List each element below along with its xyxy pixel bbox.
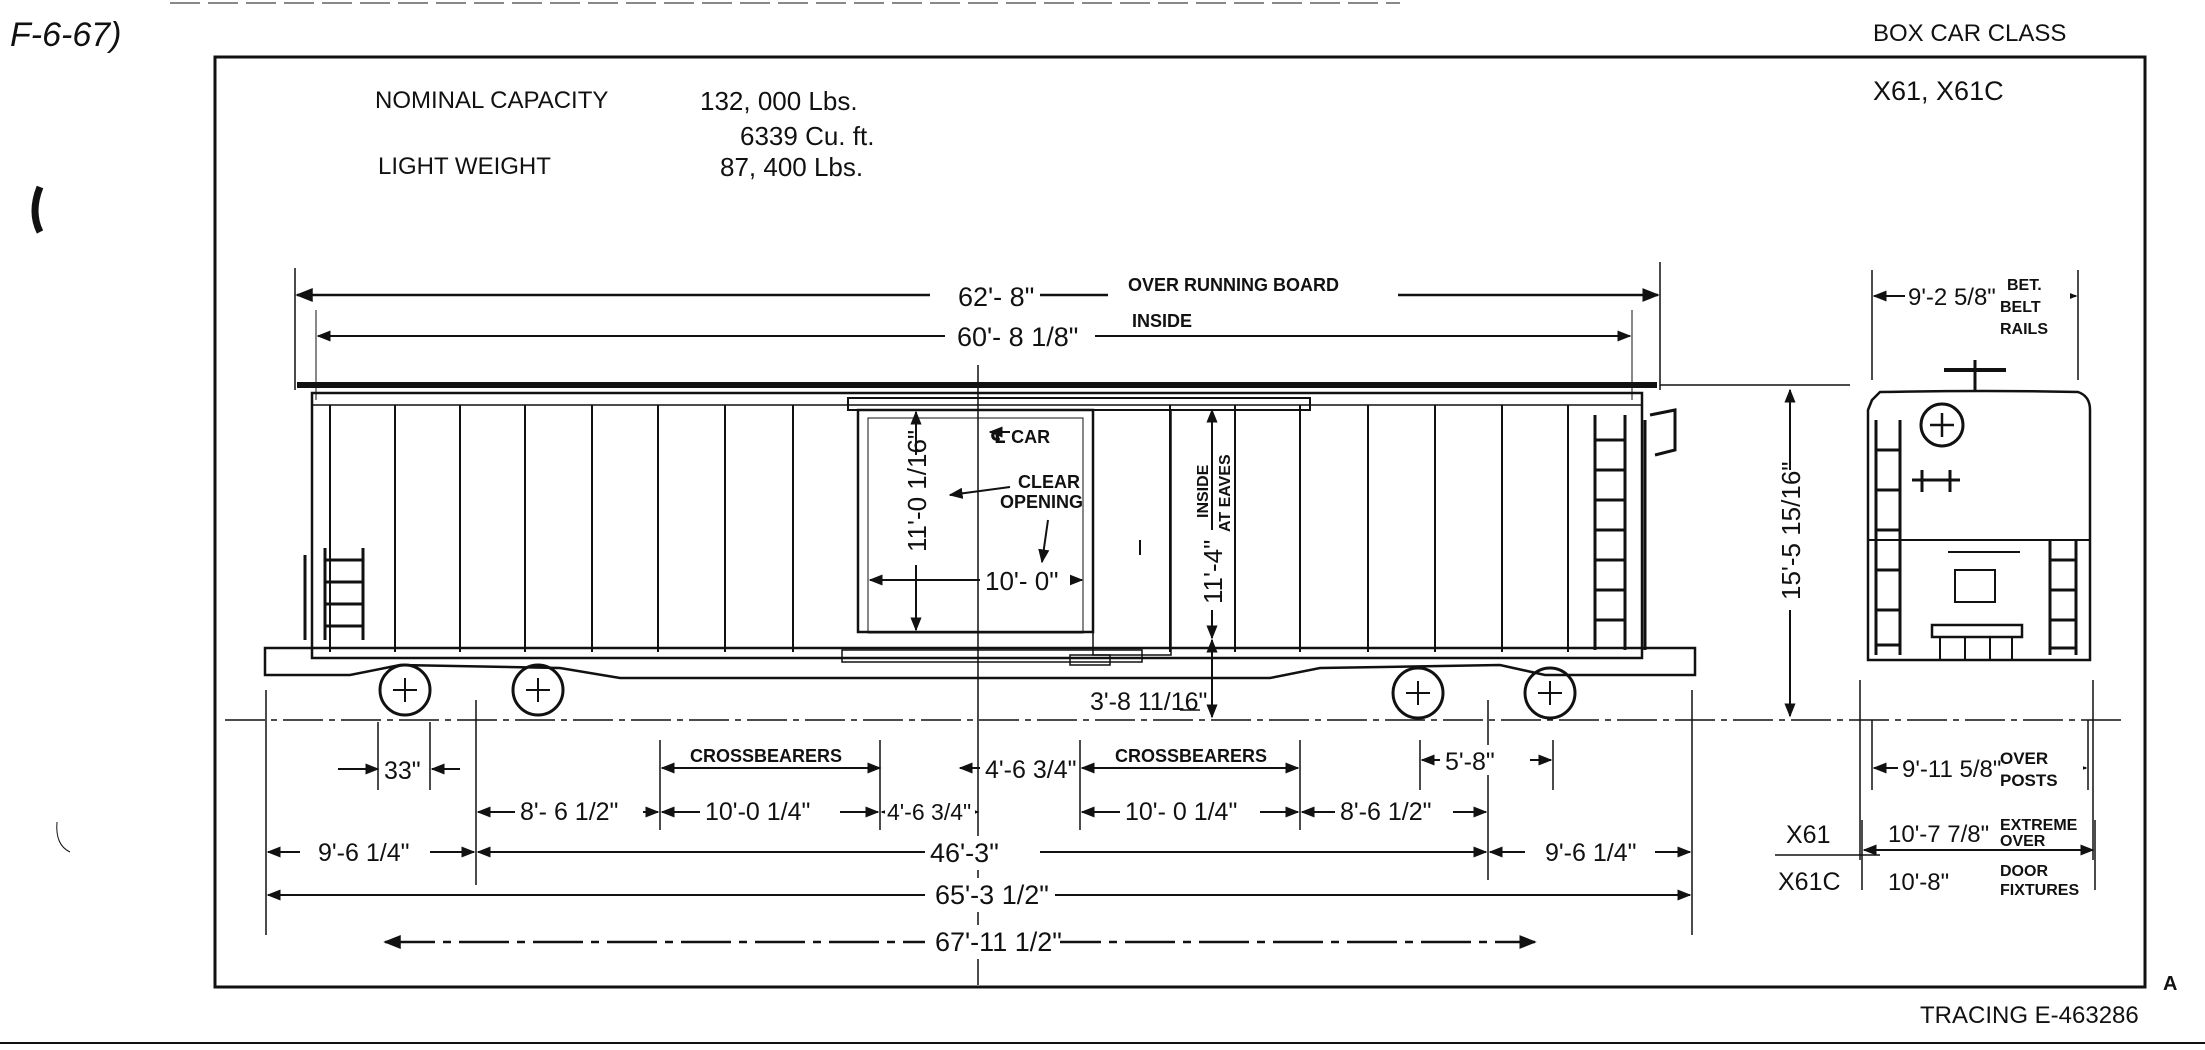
end-body xyxy=(1866,389,2092,662)
wheel xyxy=(511,663,565,717)
x61-extreme-dim: 10'-7 7/8" xyxy=(1888,821,1989,848)
light-weight-label: LIGHT WEIGHT xyxy=(378,153,551,180)
side-view: 62'- 8" OVER RUNNING BOARD 60'- 8 1/8" I… xyxy=(225,262,2125,985)
running-board xyxy=(297,382,1657,388)
truck-centers: 46'-3" xyxy=(930,838,999,868)
wheel xyxy=(378,663,432,717)
inside-height-label: INSIDE xyxy=(1195,464,1212,518)
door-panel xyxy=(1092,409,1172,656)
door-height-dim: 11'-0 1/16" xyxy=(902,430,932,552)
crossbearers-label-right: CROSSBEARERS xyxy=(1115,746,1267,766)
end-ladder-left xyxy=(1874,420,1902,655)
end-overhang-left: 9'-6 1/4" xyxy=(318,839,409,867)
over-posts-label-1: OVER xyxy=(2000,749,2048,768)
ladder-left xyxy=(303,548,365,640)
extreme-label-1: EXTREME xyxy=(2000,817,2078,834)
inside-label: INSIDE xyxy=(1132,311,1192,331)
door-track xyxy=(847,397,1311,411)
inside-length: 60'- 8 1/8" xyxy=(957,322,1078,352)
belt-rails-dim: 9'-2 5/8" xyxy=(1908,284,1996,311)
door-fixtures-label-2: FIXTURES xyxy=(2000,882,2079,899)
belt-rails-label-1: BET. xyxy=(2007,277,2042,294)
end-overhang-right: 9'-6 1/4" xyxy=(1545,839,1636,867)
crossbearers-label-left: CROSSBEARERS xyxy=(690,746,842,766)
belt-rails-label-2: BELT xyxy=(2000,299,2041,316)
at-eaves-label: AT EAVES xyxy=(1217,454,1234,532)
nominal-capacity-value: 132, 000 Lbs. xyxy=(700,86,858,116)
tracing-number: TRACING E-463286 xyxy=(1920,1002,2139,1029)
dim-10-0-left: 10'-0 1/4" xyxy=(705,798,810,826)
x61c-extreme-dim: 10'-8" xyxy=(1888,869,1949,896)
dim-8-6-right: 8'-6 1/2" xyxy=(1340,798,1431,826)
class-values: X61, X61C xyxy=(1873,76,2004,106)
opening-label: OPENING xyxy=(1000,492,1083,512)
extreme-label-2: OVER xyxy=(2000,833,2046,850)
belt-rails-label-3: RAILS xyxy=(2000,321,2048,338)
class-label: BOX CAR CLASS xyxy=(1873,20,2066,47)
nominal-capacity-label: NOMINAL CAPACITY xyxy=(375,87,608,114)
punch-hole-mark xyxy=(56,821,71,853)
dim-8-6-left: 8'- 6 1/2" xyxy=(520,798,618,826)
punch-hole-mark xyxy=(31,185,44,234)
center-car-label: ℄ CAR xyxy=(990,427,1050,447)
x61c-label: X61C xyxy=(1778,868,1841,896)
length-over-strikers: 65'-3 1/2" xyxy=(935,880,1049,910)
wheel xyxy=(1523,666,1577,720)
underframe xyxy=(263,646,1697,680)
center-offset-upper: 4'-6 3/4" xyxy=(985,756,1076,784)
end-ladder-right xyxy=(2048,540,2078,655)
overall-height-dim: 15'-5 15/16" xyxy=(1776,461,1806,600)
car-body xyxy=(310,391,1644,660)
x61-label: X61 xyxy=(1786,821,1830,849)
handwritten-note: F-6-67) xyxy=(10,16,121,54)
door-opening xyxy=(856,408,1095,634)
door-width-dim: 10'- 0" xyxy=(985,566,1058,596)
length-over-couplers: 67'-11 1/2" xyxy=(935,927,1062,957)
cubic-capacity-value: 6339 Cu. ft. xyxy=(740,121,874,151)
brake-wheel xyxy=(1919,402,1965,448)
light-weight-value: 87, 400 Lbs. xyxy=(720,152,863,182)
over-posts-dim: 9'-11 5/8" xyxy=(1902,756,2001,783)
over-posts-label-2: POSTS xyxy=(2000,771,2058,790)
truck-wheelbase-left: 33" xyxy=(384,757,421,785)
inside-height-dim: 11'-4" xyxy=(1198,540,1228,604)
floor-height-dim: 3'-8 11/16" xyxy=(1090,688,1207,716)
end-view: 9'-2 5/8" BET. BELT RAILS 15'-5 15/16" xyxy=(1660,270,2096,899)
dim-4-6-lower: 4'-6 3/4" xyxy=(887,799,971,825)
revision-letter: A xyxy=(2163,973,2177,995)
over-running-board-label: OVER RUNNING BOARD xyxy=(1128,275,1339,295)
truck-wheelbase-right: 5'-8" xyxy=(1445,748,1495,776)
door-fixtures-label-1: DOOR xyxy=(2000,863,2048,880)
ladder-right xyxy=(1593,408,1677,650)
clear-label: CLEAR xyxy=(1018,472,1080,492)
wheel xyxy=(1391,666,1445,720)
dim-10-0-right: 10'- 0 1/4" xyxy=(1125,798,1237,826)
length-over-running-board: 62'- 8" xyxy=(958,282,1034,312)
truck-wheels xyxy=(378,663,1577,720)
body-posts xyxy=(329,405,1569,652)
drawing-border xyxy=(213,55,2147,989)
